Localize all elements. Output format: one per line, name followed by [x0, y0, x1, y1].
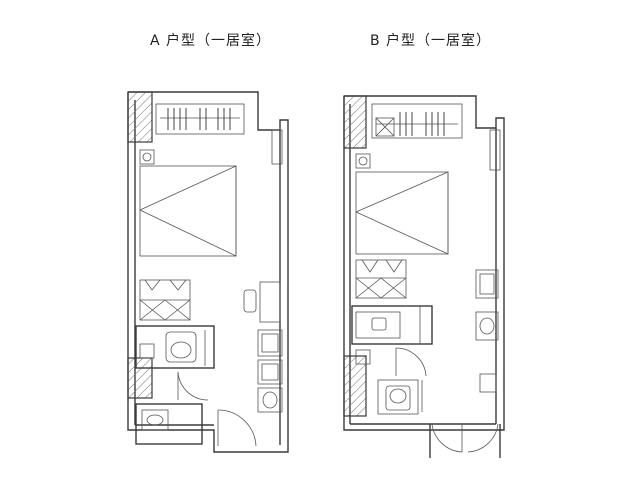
plan-a-doors [177, 371, 257, 447]
plan-b-bed [355, 171, 449, 255]
plan-b-fixture [355, 349, 371, 365]
plan-b-washroom [351, 305, 433, 345]
plan-b-wardrobe [371, 103, 463, 139]
plan-b-column-top [343, 95, 367, 149]
plan-b-fixture-2 [479, 373, 497, 393]
plan-a-column-bottom [127, 357, 153, 399]
plan-a-entry-unit [135, 403, 203, 445]
plan-b-entry-door [429, 423, 501, 458]
plan-b-appliance [475, 269, 499, 299]
plan-a-column-top [127, 91, 153, 143]
plan-a-window [271, 129, 283, 165]
plan-b [343, 95, 505, 458]
plan-a-cabinet [139, 279, 191, 321]
plan-b-outlet [355, 153, 371, 169]
plan-a-desk [243, 281, 281, 323]
plan-a [127, 91, 289, 453]
plan-b-column-bottom [343, 355, 367, 417]
plan-a-bed [139, 165, 237, 257]
plan-b-title: B 户型（一居室） [370, 33, 492, 49]
plan-b-sink [475, 311, 499, 341]
plan-b-window [489, 129, 501, 171]
plan-a-title: A 户型（一居室） [150, 33, 272, 49]
plan-a-bathroom [135, 325, 215, 369]
plan-a-wardrobe [155, 103, 245, 135]
plan-b-cabinet [355, 259, 407, 299]
plan-b-doors [395, 347, 427, 377]
plan-a-kitchen [257, 329, 283, 413]
plan-a-outlet [139, 149, 155, 165]
plan-b-toilet [377, 379, 423, 415]
